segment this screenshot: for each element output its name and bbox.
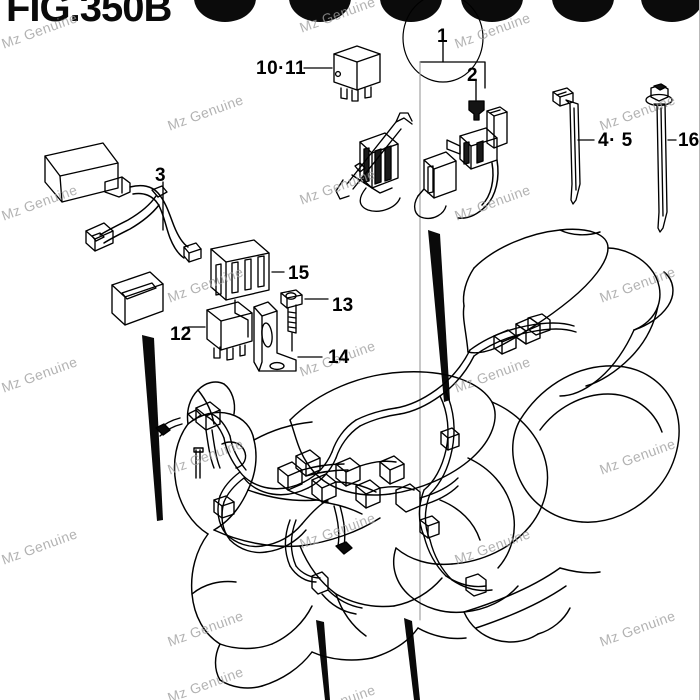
- callout-1-highlight: [402, 0, 486, 89]
- callout-label-c1: 1: [437, 26, 448, 47]
- pointer-wedge-bottom-left: [316, 620, 330, 700]
- callout-label-c14: 14: [328, 347, 350, 368]
- harness-on-bike: [155, 313, 577, 615]
- callout-label-c1011: 10·11: [256, 58, 307, 79]
- pointer-wedge-bottom-right: [404, 618, 420, 700]
- part-10-11-relay: [303, 45, 381, 102]
- callout-label-c3: 3: [155, 165, 166, 186]
- part-2-fuse: [468, 100, 485, 121]
- pointer-wedge-center: [428, 230, 450, 402]
- callout-label-c15: 15: [288, 263, 310, 284]
- callout-label-c13: 13: [332, 295, 354, 316]
- part-15-regulator: [210, 239, 285, 338]
- pointer-wedge-left: [142, 335, 163, 521]
- part-3-cdi-assembly: [44, 142, 202, 326]
- callout-label-c2: 2: [467, 65, 478, 86]
- harness-top-connector-cluster: [335, 61, 508, 621]
- part-13-bolt: [280, 289, 329, 352]
- motorcycle-outline: [173, 228, 680, 689]
- callout-label-c16: 16: [678, 130, 700, 151]
- harness-main-nest: [155, 401, 459, 615]
- figure-title: FIG.350B: [6, 0, 172, 30]
- callout-label-c12: 12: [170, 324, 192, 345]
- part-16-cable-tie: [645, 83, 677, 233]
- part-12-relay: [187, 301, 253, 361]
- callout-label-c45: 4· 5: [598, 130, 633, 151]
- part-14-bracket: [253, 301, 323, 372]
- part-4-5-cable-tie: [552, 87, 595, 205]
